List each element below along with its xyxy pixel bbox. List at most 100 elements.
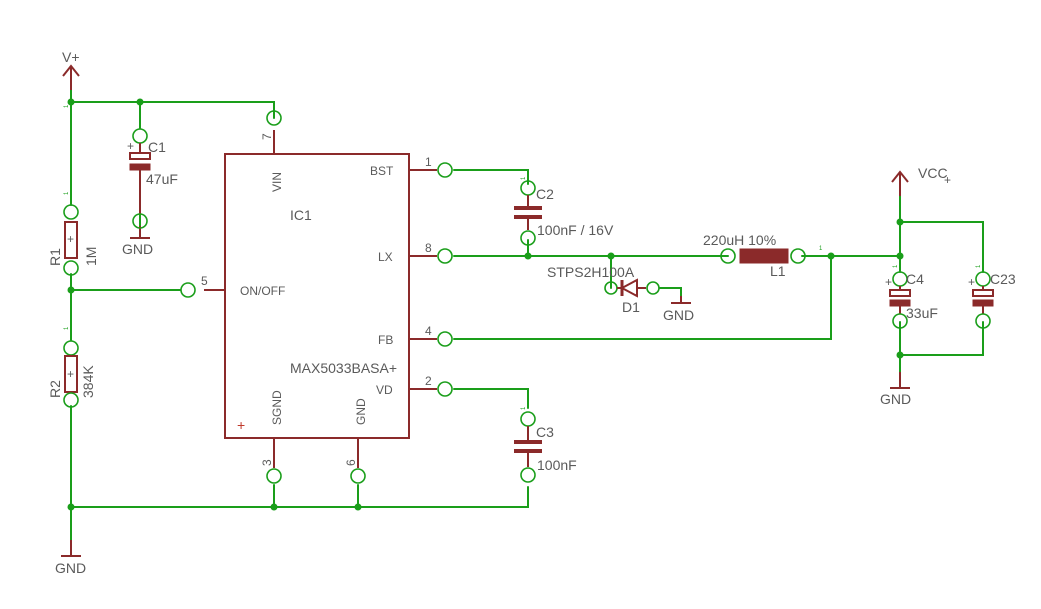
ic1-pin-vd-num: 2 bbox=[425, 374, 432, 388]
d1-diode[interactable]: STPS2H100A D1 bbox=[547, 264, 660, 315]
ic1-pin-vin-num: 7 bbox=[260, 133, 274, 140]
d1-value: STPS2H100A bbox=[547, 264, 635, 280]
r1-resistor[interactable]: R1 1M + bbox=[47, 204, 99, 276]
r2-body bbox=[64, 355, 78, 393]
c4-ref: C4 bbox=[906, 271, 924, 287]
pin-markers: 1 1 1 1 1 1 1 1 bbox=[64, 104, 982, 410]
c1-value: 47uF bbox=[146, 171, 178, 187]
gnd-symbol-d1[interactable]: GND bbox=[663, 296, 694, 323]
junction-gnd bbox=[354, 503, 362, 511]
r2-mark: + bbox=[67, 367, 74, 381]
r1-ref: R1 bbox=[47, 248, 63, 266]
wire-fb[interactable] bbox=[453, 255, 832, 340]
c1-plus: + bbox=[127, 139, 134, 153]
r2-resistor[interactable]: R2 384K + bbox=[47, 340, 96, 408]
ic1-pin-onoff-label: ON/OFF bbox=[240, 284, 285, 298]
vcc-supply[interactable]: VCC + bbox=[891, 165, 951, 196]
r1-value: 1M bbox=[83, 247, 99, 266]
l1-inductor[interactable]: 220uH 10% L1 bbox=[703, 232, 806, 279]
pin-marker: 1 bbox=[64, 326, 70, 330]
ic1-pin-lx-num: 8 bbox=[425, 241, 432, 255]
junction-fb bbox=[827, 252, 835, 260]
ic1-pin-sgnd-label: SGND bbox=[270, 390, 284, 425]
gnd-label-c1: GND bbox=[122, 241, 153, 257]
ic1-origin-mark: + bbox=[237, 417, 245, 433]
r2-value: 384K bbox=[80, 365, 96, 398]
c1-capacitor[interactable]: C1 47uF + bbox=[127, 128, 178, 229]
wire-gnd-rail[interactable] bbox=[70, 486, 529, 508]
wire-d1-anode[interactable] bbox=[659, 287, 682, 301]
wire-vd[interactable] bbox=[453, 388, 529, 409]
junction-vcc bbox=[896, 252, 904, 260]
ic1-pin-gnd-label: GND bbox=[354, 398, 368, 425]
ic1-pin-onoff-num: 5 bbox=[201, 274, 208, 288]
gnd-symbol-out[interactable]: GND bbox=[880, 372, 911, 407]
c23-plus: + bbox=[968, 275, 975, 289]
l1-ref: L1 bbox=[770, 263, 786, 279]
c1-ref: C1 bbox=[148, 139, 166, 155]
c4-plus: + bbox=[885, 275, 892, 289]
ic1-ref: IC1 bbox=[290, 207, 312, 223]
ic1-pin-sgnd-num: 3 bbox=[260, 459, 274, 466]
vplus-supply[interactable]: V+ bbox=[62, 49, 80, 90]
pin-marker: 1 bbox=[893, 264, 899, 268]
wire-vplus-rail[interactable] bbox=[70, 83, 275, 119]
ic1-pin-vin-label: VIN bbox=[270, 172, 284, 192]
gnd-label-left: GND bbox=[55, 560, 86, 576]
c1-plate-pos bbox=[129, 152, 151, 160]
pin-marker: 1 bbox=[521, 176, 527, 180]
junctions bbox=[67, 98, 904, 511]
ic1-value: MAX5033BASA+ bbox=[290, 360, 397, 376]
vcc-label: VCC bbox=[918, 165, 948, 181]
c3-value: 100nF bbox=[537, 457, 577, 473]
junction-c2 bbox=[524, 252, 532, 260]
wire-c23-top[interactable] bbox=[899, 221, 984, 273]
r2-ref: R2 bbox=[47, 380, 63, 398]
pin-marker: 1 bbox=[521, 406, 527, 410]
c3-capacitor[interactable]: C3 100nF bbox=[514, 411, 577, 483]
c23-plate-pos bbox=[972, 289, 994, 297]
junction-d1 bbox=[607, 252, 615, 260]
d1-ref: D1 bbox=[622, 299, 640, 315]
gnd-label-out: GND bbox=[880, 391, 911, 407]
c2-capacitor[interactable]: C2 100nF / 16V bbox=[514, 180, 614, 246]
c1-plate-neg bbox=[129, 163, 151, 171]
vcc-label-suffix: + bbox=[944, 173, 951, 187]
pin-marker: 1 bbox=[64, 104, 70, 108]
junction-c23 bbox=[896, 218, 904, 226]
l1-body bbox=[739, 248, 789, 264]
ic1-pin-fb-label: FB bbox=[378, 333, 393, 347]
junction-gnd-left bbox=[67, 503, 75, 511]
ic1-body bbox=[224, 153, 410, 439]
pin-marker: 1 bbox=[819, 246, 823, 252]
ic1-pin-fb-num: 4 bbox=[425, 324, 432, 338]
wires bbox=[70, 83, 984, 549]
ic1-pin-bst-num: 1 bbox=[425, 155, 432, 169]
c4-capacitor[interactable]: C4 33uF + bbox=[885, 271, 938, 329]
c23-ref: C23 bbox=[990, 271, 1016, 287]
junction-c1 bbox=[136, 98, 144, 106]
c2-value: 100nF / 16V bbox=[537, 222, 614, 238]
wire-c23-bottom[interactable] bbox=[899, 321, 984, 356]
wire-bst[interactable] bbox=[453, 169, 529, 185]
ic1-pin-bst-label: BST bbox=[370, 164, 394, 178]
c2-ref: C2 bbox=[536, 186, 554, 202]
r1-body bbox=[64, 221, 78, 259]
gnd-symbol-c1[interactable]: GND bbox=[122, 226, 153, 257]
junction-sgnd bbox=[270, 503, 278, 511]
wire-onoff[interactable] bbox=[70, 273, 181, 291]
vplus-label: V+ bbox=[62, 49, 80, 65]
ic1-pin-lx-label: LX bbox=[378, 250, 393, 264]
junction-vplus bbox=[67, 98, 75, 106]
gnd-symbol-left[interactable]: GND bbox=[55, 540, 86, 576]
junction-out-gnd bbox=[896, 351, 904, 359]
junction-divider bbox=[67, 286, 75, 294]
c23-capacitor[interactable]: C23 + bbox=[968, 271, 1016, 329]
ic1-symbol[interactable]: IC1 MAX5033BASA+ VIN 7 ON/OFF 5 BST 1 LX… bbox=[180, 110, 453, 484]
ic1-pin-gnd-num: 6 bbox=[344, 459, 358, 466]
pin-marker: 1 bbox=[64, 191, 70, 195]
l1-value: 220uH 10% bbox=[703, 232, 776, 248]
c4-value: 33uF bbox=[906, 305, 938, 321]
c23-plate-neg bbox=[972, 299, 994, 307]
